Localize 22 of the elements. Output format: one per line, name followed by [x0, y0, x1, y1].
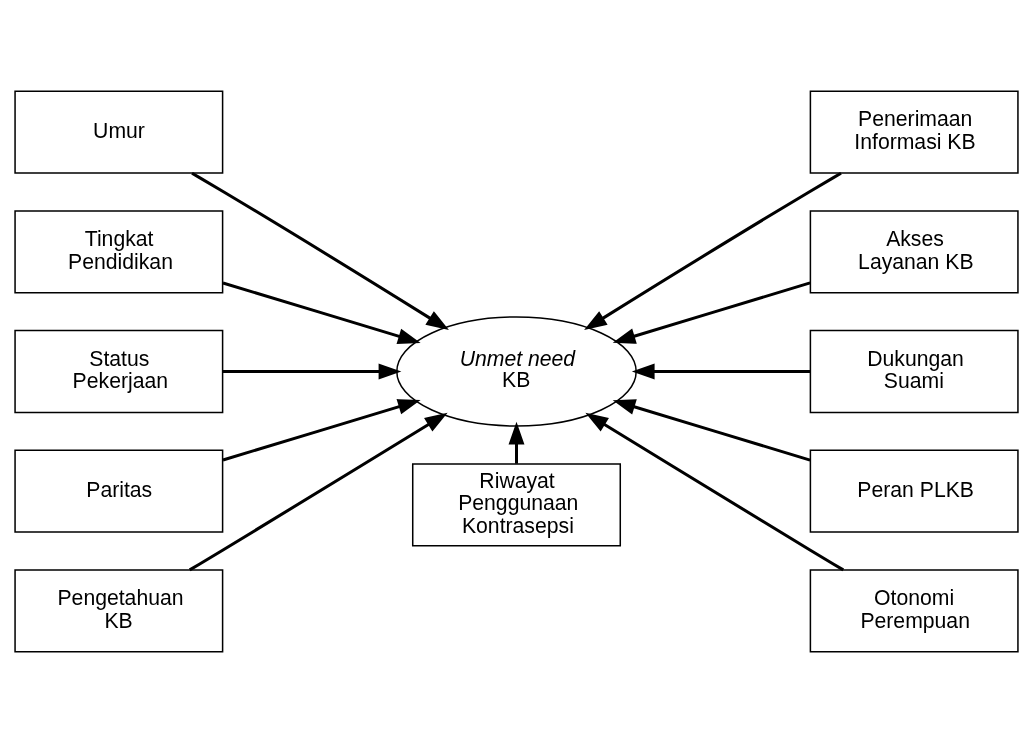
- node-box: Paritas: [13, 449, 223, 533]
- arrow: [612, 280, 811, 344]
- node-box: Umur: [13, 90, 223, 174]
- node-box: Penerimaan Informasi KB: [809, 90, 1019, 174]
- arrow: [222, 281, 421, 344]
- arrow: [188, 412, 448, 571]
- arrow: [190, 171, 449, 330]
- node-box: Status Pekerjaan: [13, 329, 223, 413]
- arrow: [584, 412, 844, 571]
- arrow: [222, 363, 401, 379]
- node-box: Peran PLKB: [809, 449, 1019, 533]
- arrow: [631, 363, 810, 379]
- node-box: Dukungan Suami: [809, 329, 1019, 413]
- arrow: [612, 398, 811, 462]
- arrow: [508, 421, 524, 464]
- node-box: Riwayat Penggunaan Kontrasepsi: [411, 462, 621, 546]
- node-box: Otonomi Perempuan: [809, 568, 1019, 652]
- node-box: Pengetahuan KB: [13, 568, 223, 652]
- arrow: [583, 171, 842, 330]
- node-box: Akses Layanan KB: [809, 209, 1019, 293]
- arrow: [222, 398, 421, 461]
- node-box: Tingkat Pendidikan: [13, 209, 223, 293]
